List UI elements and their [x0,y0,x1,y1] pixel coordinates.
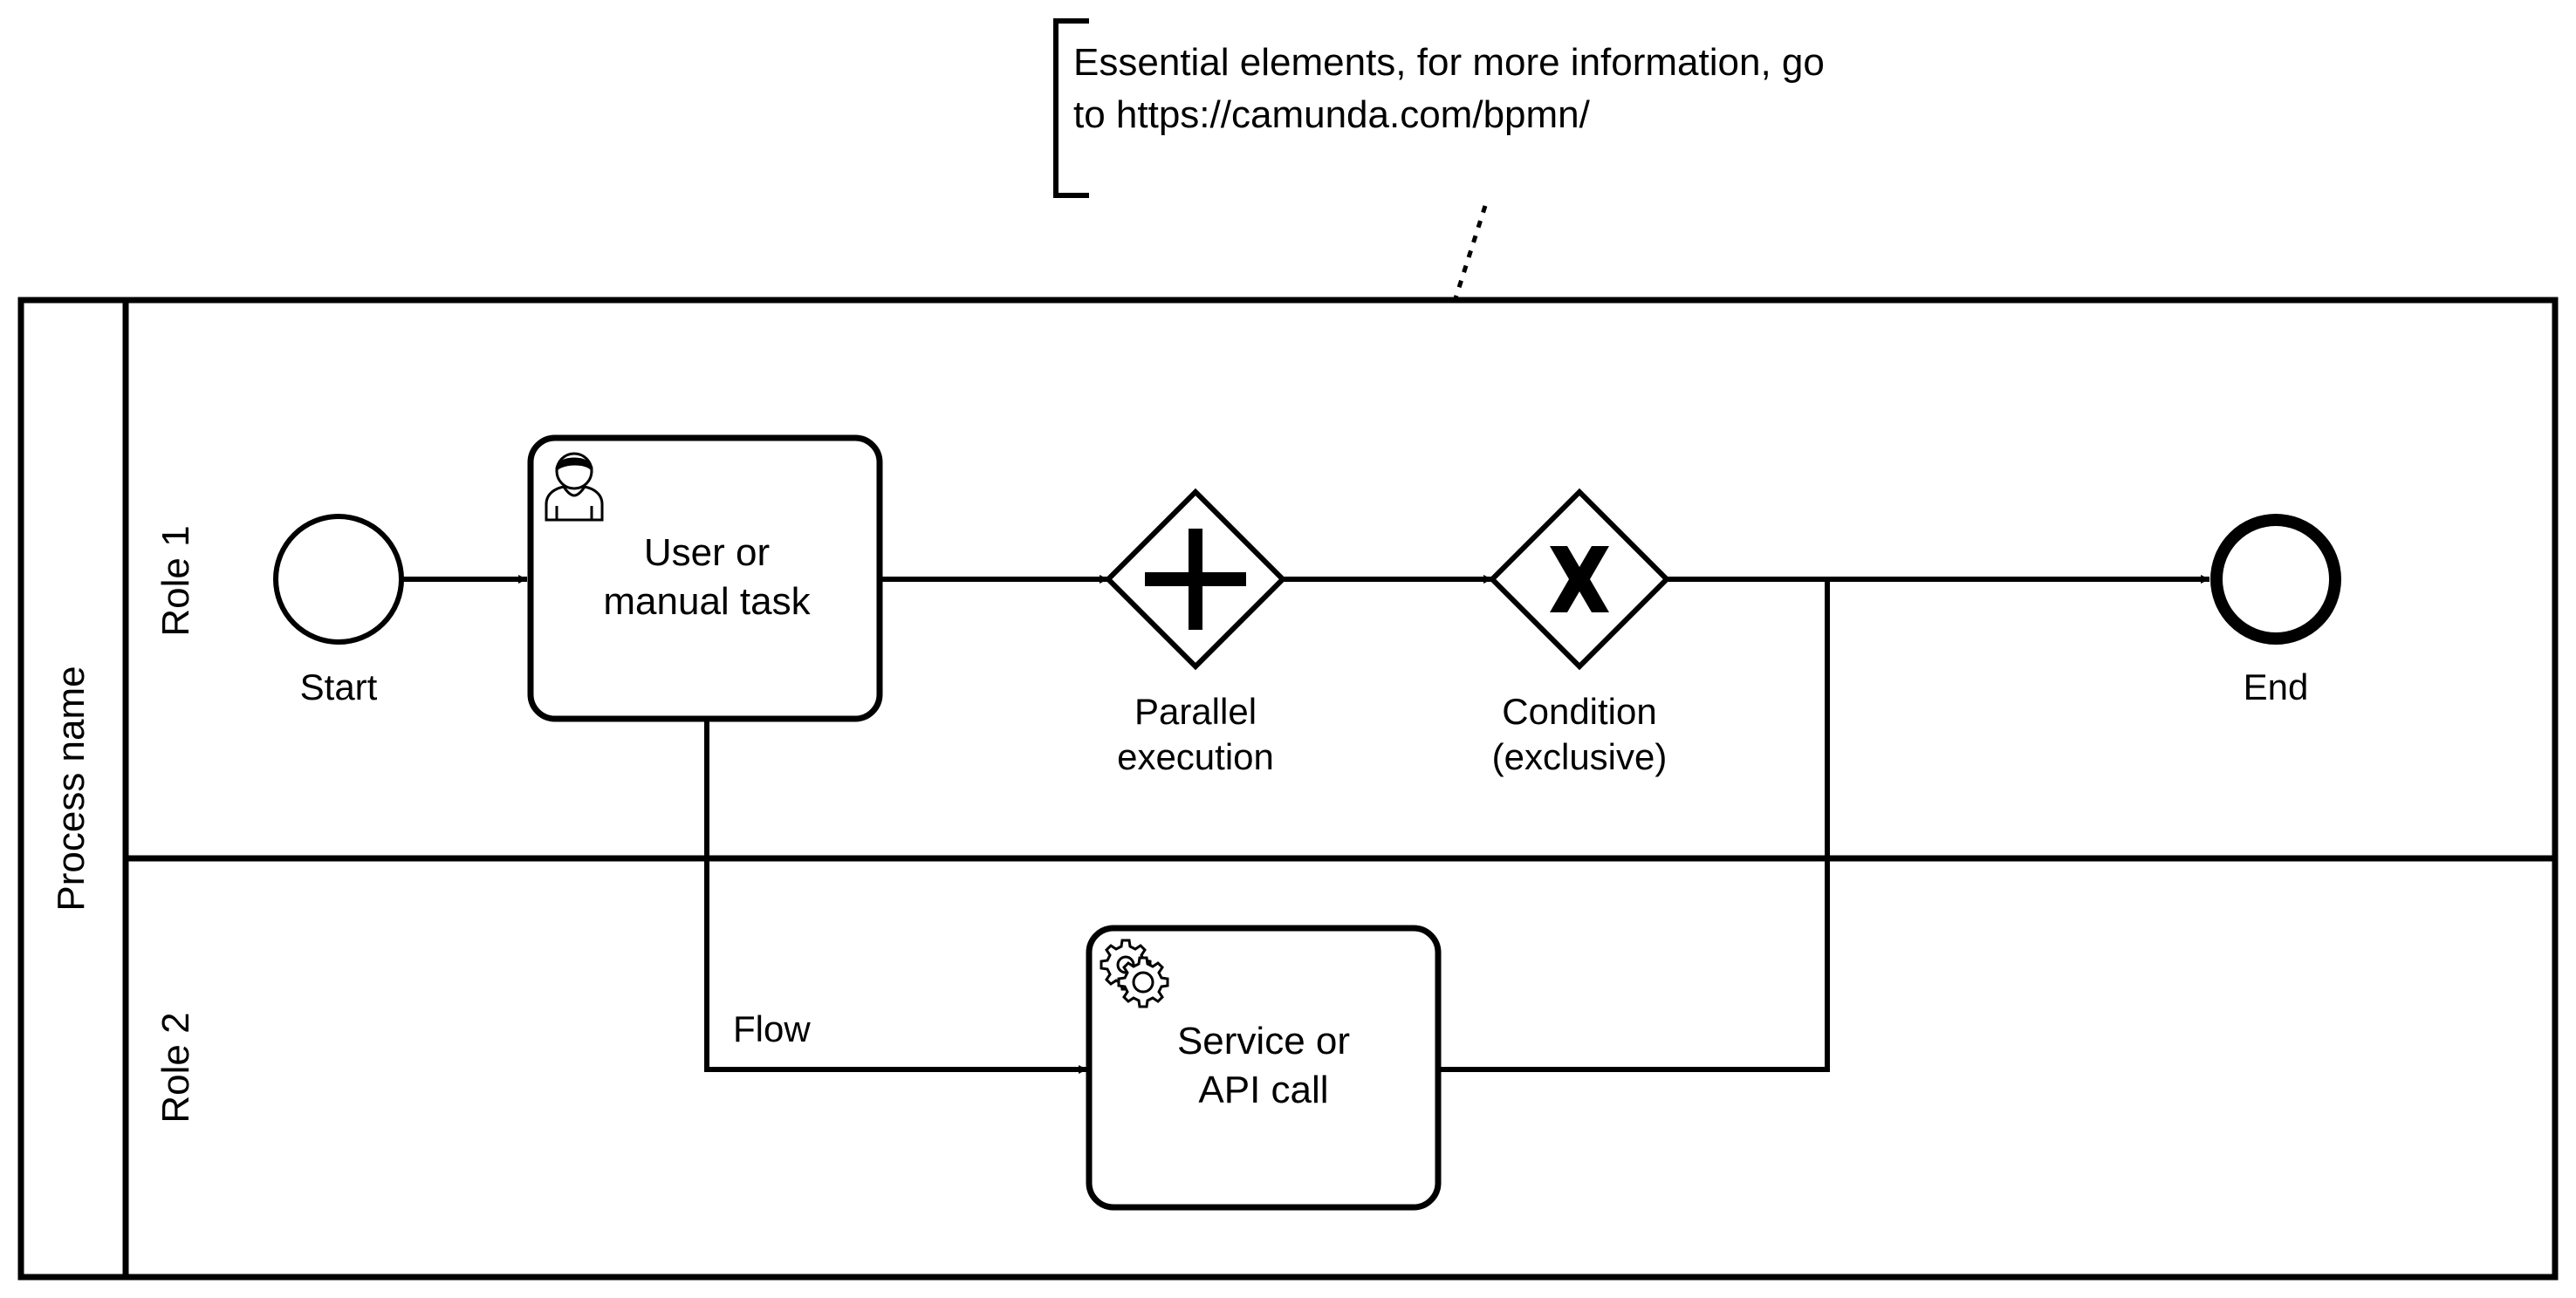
service-task-label-line-2: API call [1198,1069,1328,1111]
service-task[interactable]: Service or API call [1086,925,1442,1211]
text-annotation[interactable]: Essential elements, for more information… [1053,18,1825,198]
end-event-label: End [2244,666,2309,707]
annotation-line-2: to https://camunda.com/bpmn/ [1073,93,1591,136]
service-task-label-line-1: Service or [1177,1020,1350,1062]
lane-role-2-label: Role 2 [154,1012,197,1123]
plus-icon [1145,529,1246,630]
start-event[interactable]: Start [273,514,404,707]
lane-role-2[interactable]: Role 2 [154,1012,197,1123]
annotation-association[interactable] [1453,205,1488,299]
annotation-line-1: Essential elements, for more information… [1073,41,1825,84]
pool[interactable]: Process name [17,297,2559,1281]
flow-user-task-to-service[interactable] [704,721,1087,1074]
parallel-gateway-label-line-1: Parallel [1134,691,1257,732]
flow-service-to-end-merge[interactable] [1440,579,1830,1072]
x-icon [1550,546,1609,612]
user-task-label-line-1: User or [644,531,770,574]
pool-name: Process name [50,666,92,911]
exclusive-gateway[interactable]: Condition (exclusive) [1488,488,1671,777]
user-task[interactable]: User or manual task [527,434,883,722]
user-icon [545,452,604,522]
start-event-label: Start [300,666,378,707]
end-event[interactable]: End [2210,514,2341,707]
exclusive-gateway-label-line-2: (exclusive) [1492,736,1668,777]
user-task-label-line-2: manual task [603,580,811,623]
exclusive-gateway-label-line-1: Condition [1502,691,1656,732]
lane-role-1-label: Role 1 [154,525,197,636]
parallel-gateway[interactable]: Parallel execution [1104,488,1287,777]
parallel-gateway-label-line-2: execution [1117,736,1274,777]
lane-role-1[interactable]: Role 1 [154,525,197,636]
flow-label: Flow [733,1008,811,1049]
gear-icon [1100,939,1169,1008]
